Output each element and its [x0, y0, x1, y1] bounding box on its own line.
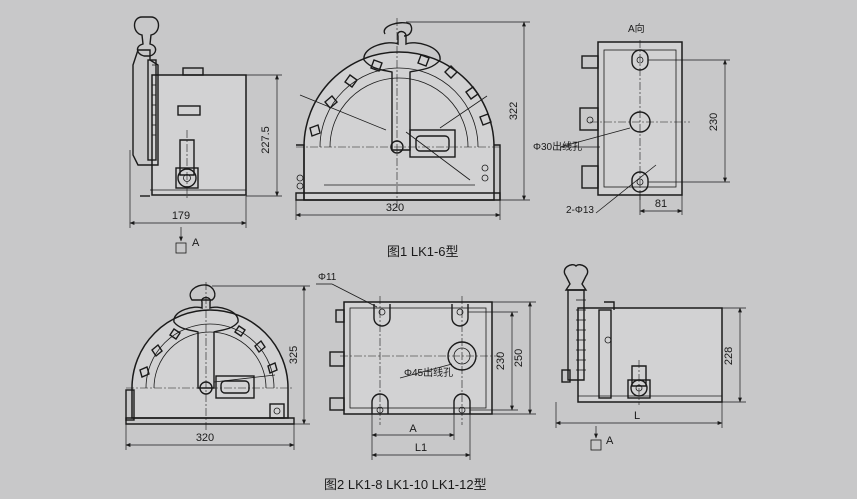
fig2-mount-label: Φ11	[318, 272, 337, 283]
fig2-front-view: 325 320	[125, 282, 310, 450]
fig2-side-height-dim: 228	[723, 347, 735, 365]
fig1-hole-label: Φ30出线孔	[533, 140, 582, 153]
fig1-caption: 图1 LK1-6型	[387, 244, 459, 259]
fig2-plate-outer-dim: 250	[513, 349, 525, 367]
fig2-hole-label: Φ45出线孔	[404, 366, 453, 379]
fig1-front-view: 322 320	[295, 18, 530, 220]
fig2-plate-l1-dim: L1	[415, 442, 427, 454]
fig2-plate-inner-dim: 230	[495, 352, 507, 370]
fig1-side-height-dim: 227.5	[260, 126, 272, 154]
fig1-view-a-offset-dim: 81	[655, 198, 667, 210]
handle-knob-icon	[133, 16, 160, 57]
fig1-front-width-dim: 320	[386, 202, 404, 214]
fig1-view-a-height-dim: 230	[708, 113, 720, 131]
fig2-front-height-dim: 325	[288, 346, 300, 364]
fig2-caption: 图2 LK1-8 LK1-10 LK1-12型	[324, 477, 487, 492]
fig1-side-view: 227.5 179 A	[129, 16, 282, 254]
fig1-view-label: A	[192, 237, 200, 249]
fig2-plate-view: Φ11 Φ45出线孔 230 250 A L1	[316, 272, 536, 460]
fig1-mount-label: 2-Φ13	[566, 205, 594, 216]
fig1-side-width-dim: 179	[172, 210, 190, 222]
fig2-plate-a-dim: A	[409, 423, 417, 435]
fig2-side-length-dim: L	[634, 410, 640, 422]
fig2-side-view: 228 L A	[555, 264, 746, 451]
fig2-handle-knob	[563, 264, 589, 291]
fig1-view-a: A向 Φ30出线孔 2-Φ13 230 81	[533, 22, 730, 216]
fig2-view-label: A	[606, 435, 614, 447]
fig1-view-a-title: A向	[628, 22, 645, 35]
fig1-front-height-dim: 322	[508, 102, 520, 120]
fig2-front-width-dim: 320	[196, 432, 214, 444]
